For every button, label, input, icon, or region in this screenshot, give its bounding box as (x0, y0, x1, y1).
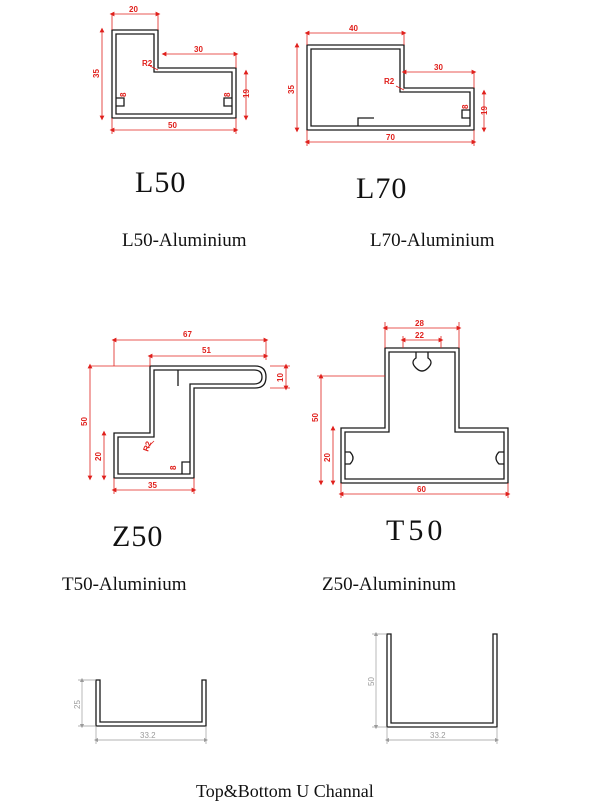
l50-dim-width: 50 (168, 121, 177, 130)
z50-dim-top: 67 (183, 330, 192, 339)
footer-caption: Top&Bottom U Channal (196, 781, 374, 801)
u-large-outline (386, 633, 498, 728)
u-small-dim-width: 33.2 (140, 731, 156, 740)
l50-dim-slot-right: 8 (223, 92, 232, 97)
l50-code: L50 (135, 166, 187, 199)
z50-caption: T50-Aluminium (62, 574, 187, 595)
t50-dim-stem-outer: 28 (415, 319, 424, 328)
u-channel-large: 50 33.2 (367, 631, 500, 744)
l70-caption: L70-Aluminium (370, 230, 495, 251)
u-large-dim-width: 33.2 (430, 731, 446, 740)
z50-dim-upper: 51 (202, 346, 211, 355)
z50-dim-lower-height: 20 (94, 452, 103, 461)
t50-dim-height: 50 (311, 413, 320, 422)
l50-dim-height: 35 (92, 69, 101, 78)
t50-dim-lower-height: 20 (323, 453, 332, 462)
z50-dim-lip: 10 (276, 373, 285, 382)
t50-caption: Z50-Alumininum (322, 574, 457, 595)
z50-dim-slot: 8 (169, 465, 178, 470)
l70-dim-right-height: 19 (480, 106, 489, 115)
l50-dim-radius: R2 (142, 59, 153, 68)
t50-dimension-lines (317, 322, 511, 498)
t50-profile: 28 22 50 20 60 (311, 319, 511, 498)
t50-dim-stem-inner: 22 (415, 331, 424, 340)
l50-dimension-lines (99, 11, 249, 134)
u-large-dimension-lines (372, 631, 500, 744)
z50-dim-radius: R2 (141, 439, 153, 452)
u-large-dim-height: 50 (367, 677, 376, 686)
z50-dimension-lines (87, 337, 290, 494)
u-small-dim-height: 25 (73, 700, 82, 709)
z50-outline (113, 365, 267, 479)
l70-dim-height: 35 (287, 85, 296, 94)
l70-outline (306, 44, 475, 131)
u-channel-small: 25 33.2 (73, 677, 209, 744)
t50-dim-width: 60 (417, 485, 426, 494)
l70-dimension-lines (294, 30, 487, 146)
l70-dim-top: 40 (349, 24, 358, 33)
t50-code: T50 (386, 514, 447, 547)
l50-caption: L50-Aluminium (122, 230, 247, 251)
u-small-outline (95, 679, 207, 727)
l70-dim-slot: 8 (461, 104, 470, 109)
l50-dim-slot-left: 8 (119, 92, 128, 97)
u-small-dimension-lines (78, 677, 209, 744)
z50-code: Z50 (112, 520, 164, 553)
l70-dim-radius: R2 (384, 77, 395, 86)
l70-dim-width: 70 (386, 133, 395, 142)
z50-dim-width: 35 (148, 481, 157, 490)
l70-profile: 40 30 35 R2 8 19 70 (287, 24, 489, 146)
l50-profile: 20 30 35 R2 8 8 19 50 (92, 5, 251, 134)
t50-outline (340, 347, 509, 484)
z50-profile: 67 51 10 50 R2 20 8 35 (80, 330, 290, 494)
l50-dim-step: 30 (194, 45, 203, 54)
z50-dim-height: 50 (80, 417, 89, 426)
l70-dim-step: 30 (434, 63, 443, 72)
l50-dim-right-height: 19 (242, 89, 251, 98)
l50-outline (111, 29, 237, 119)
l50-dim-top: 20 (129, 5, 138, 14)
l70-code: L70 (356, 172, 408, 205)
